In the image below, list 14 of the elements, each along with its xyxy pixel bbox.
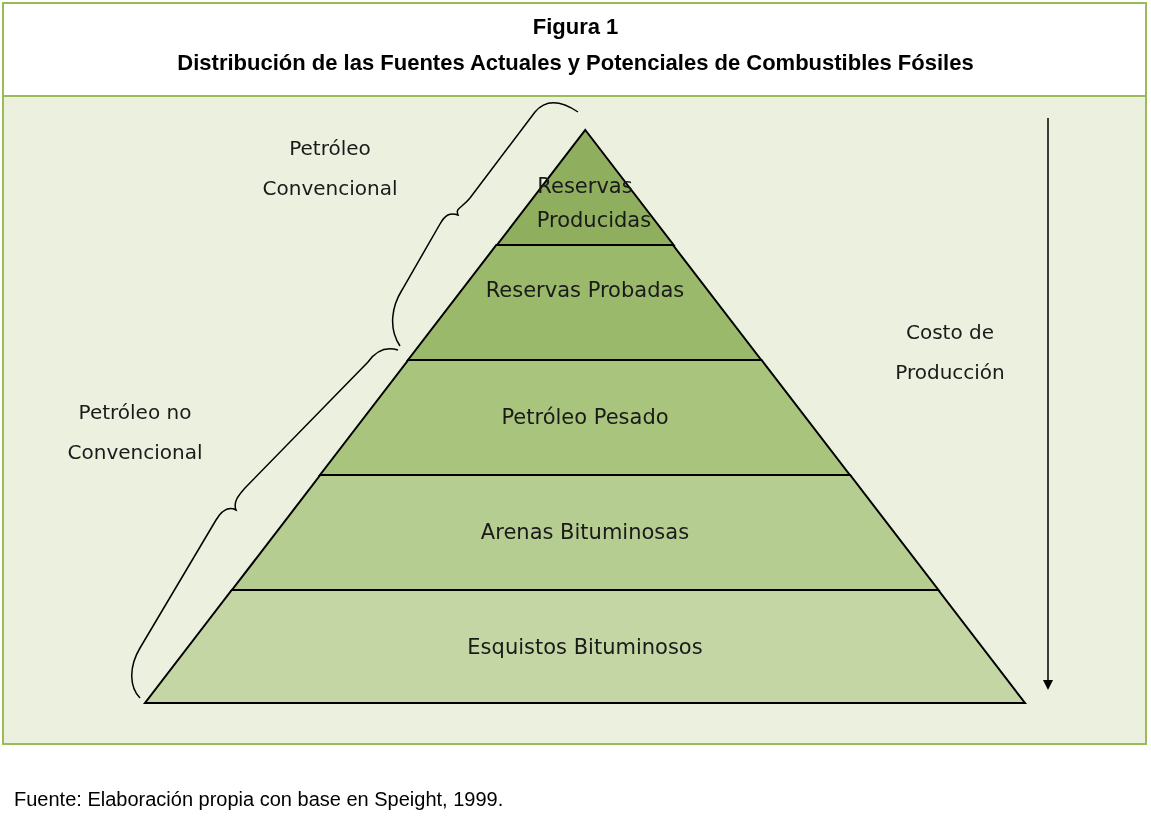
band-label: Arenas Bituminosas — [479, 519, 691, 546]
bracket-label: Petróleo Convencional — [261, 135, 399, 202]
pyramid-band — [320, 360, 850, 475]
bracket-label: Petróleo no Convencional — [66, 399, 204, 466]
figure-title: Distribución de las Fuentes Actuales y Potenciales de Combustibles Fósiles — [176, 50, 975, 76]
pyramid-band — [231, 475, 939, 590]
axis-label: Costo de Producción — [894, 319, 1006, 386]
pyramid-band — [145, 590, 1025, 703]
band-label: Esquistos Bituminosos — [466, 634, 704, 661]
source-note: Fuente: Elaboración propia con base en Speight, 1999. — [14, 788, 504, 811]
pyramid-band — [408, 245, 762, 360]
band-label: Reservas Probadas — [484, 277, 686, 304]
band-label: Petróleo Pesado — [500, 404, 670, 431]
figure-number: Figura 1 — [531, 14, 620, 40]
